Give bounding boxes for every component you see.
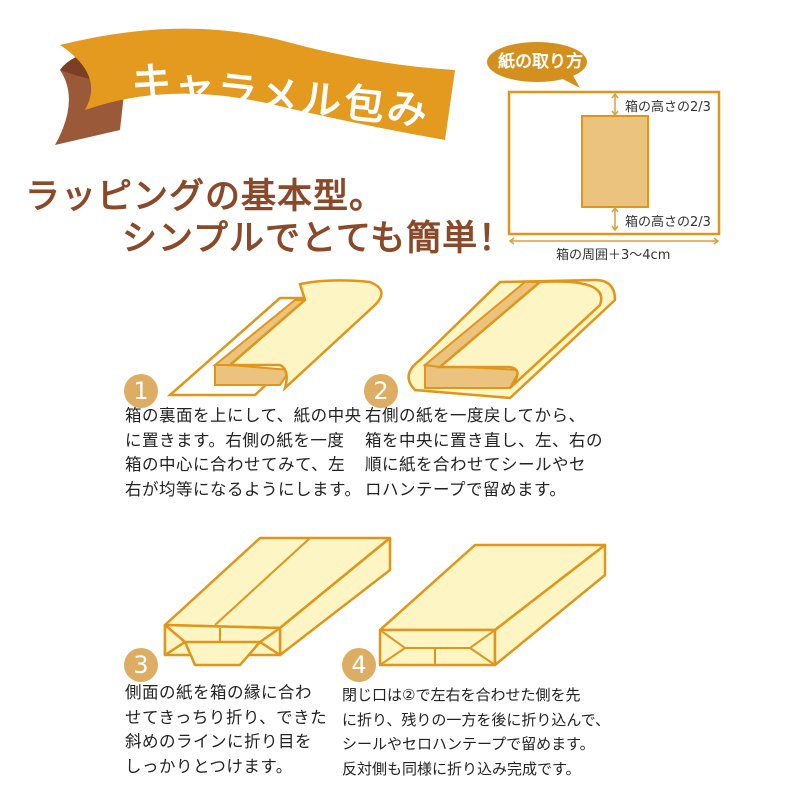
step-1-illustration [166,279,383,397]
box-outline [581,115,649,208]
step-1-text: 箱の裏面を上にして、紙の中央 に置きます。右側の紙を一度 箱の中心に合わせてみて… [125,406,362,499]
ribbon-banner [55,28,455,145]
subtitle-line-2: シンプルでとても簡単！ [122,219,515,259]
step-3-illustration [163,536,392,667]
height-arrow-icon [508,92,720,245]
width-label: 箱の周囲＋3〜4cm [556,248,671,263]
ribbon-body [60,28,455,140]
step-4-text: 閉じ口は②で左右を合わせた側を先 に折り、残りの一方を後に折り込んで、 シールや… [342,686,611,778]
step-number-2: 2 [364,374,398,408]
top-margin-label: 箱の高さの2/3 [625,100,711,115]
paper-guide-title: 紙の取り方 [498,52,583,72]
step-3-text: 側面の紙を箱の縁に合わ せてきっちり折り、できた 斜めのラインに折り目を しっか… [125,683,328,776]
subtitle-line-1: ラッピングの基本型。 [25,177,386,217]
bottom-margin-label: 箱の高さの2/3 [625,215,711,230]
paper-guide-diagram [507,90,721,245]
speech-bubble [487,42,587,88]
step-number-1: 1 [124,374,158,408]
step-2-text: 右側の紙を一度戻してから、 箱を中央に置き直し、左、右の 順に紙を合わせてシール… [365,406,603,499]
step-number-4: 4 [342,648,376,682]
step-2-illustration [407,278,617,400]
step-4-illustration [378,543,607,667]
step-number-3: 3 [124,648,158,682]
